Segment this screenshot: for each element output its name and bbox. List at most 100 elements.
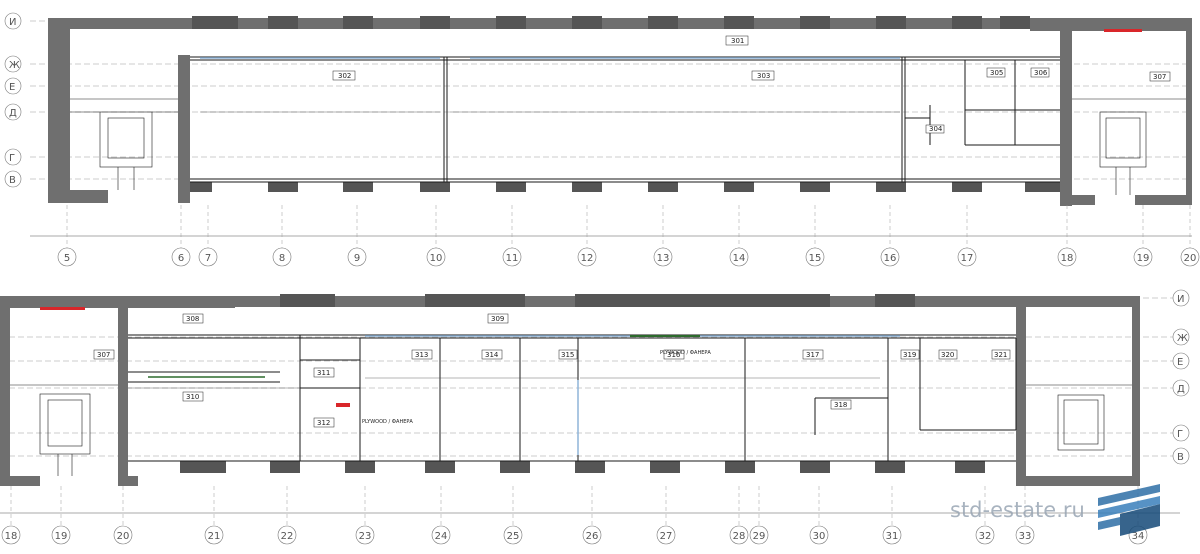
axis-row-label: И <box>9 17 16 28</box>
axis-row-label: И <box>1177 294 1184 305</box>
axis-column-label: 28 <box>733 531 746 542</box>
axis-column-marker <box>113 525 133 545</box>
room-321: 321 <box>994 351 1007 359</box>
axis-column-label: 10 <box>430 253 443 264</box>
axis-column-label: 20 <box>1184 253 1197 264</box>
axis-column-label: 26 <box>586 531 599 542</box>
axis-column-label: 22 <box>281 531 294 542</box>
room-306: 306 <box>1034 69 1048 77</box>
axis-column-marker <box>729 525 749 545</box>
axis-column-label: 6 <box>178 253 184 264</box>
axis-column-label: 18 <box>1061 253 1074 264</box>
axis-column-marker <box>426 247 446 267</box>
axis-column-label: 14 <box>733 253 746 264</box>
axis-column-marker <box>882 525 902 545</box>
room-317: 317 <box>806 351 819 359</box>
axis-column-label: 30 <box>813 531 826 542</box>
axis-column-marker <box>502 247 522 267</box>
axis-column-marker <box>347 247 367 267</box>
room-303: 303 <box>757 72 770 80</box>
axis-column-label: 11 <box>506 253 519 264</box>
room-320: 320 <box>941 351 954 359</box>
axis-column-label: 24 <box>435 531 448 542</box>
axis-row-label: Ж <box>1177 333 1188 344</box>
axis-column-marker <box>582 525 602 545</box>
axis-row-label: Д <box>1177 384 1185 395</box>
axis-column-label: 5 <box>64 253 70 264</box>
axis-column-label: 32 <box>979 531 992 542</box>
axis-column-marker <box>1133 247 1153 267</box>
watermark: std-estate.ru <box>950 484 1160 536</box>
axis-column-marker <box>272 247 292 267</box>
axis-row-label: В <box>1177 452 1184 463</box>
room-312: 312 <box>317 419 330 427</box>
axis-column-marker <box>171 247 191 267</box>
room-314: 314 <box>485 351 499 359</box>
axis-column-marker <box>204 525 224 545</box>
axis-row-label: Д <box>9 108 17 119</box>
axis-column-label: 9 <box>354 253 360 264</box>
room-315: 315 <box>561 351 574 359</box>
room-310: 310 <box>186 393 199 401</box>
room-309: 309 <box>491 315 504 323</box>
axis-column-label: 16 <box>884 253 897 264</box>
room-319: 319 <box>903 351 916 359</box>
axis-column-marker <box>880 247 900 267</box>
building-logo-icon <box>1098 484 1160 536</box>
axis-column-marker <box>1 525 21 545</box>
watermark-text: std-estate.ru <box>950 498 1085 522</box>
room-307-top: 307 <box>1153 73 1166 81</box>
axis-column-marker <box>749 525 769 545</box>
room-311: 311 <box>317 369 330 377</box>
room-318: 318 <box>834 401 847 409</box>
axis-column-label: 18 <box>5 531 18 542</box>
axis-row-label: Ж <box>9 60 20 71</box>
axis-column-marker <box>805 247 825 267</box>
plywood-note: PLYWOOD / ФАНЕРА <box>362 419 413 425</box>
axis-column-marker <box>656 525 676 545</box>
axis-column-marker <box>729 247 749 267</box>
axis-column-label: 19 <box>1137 253 1150 264</box>
axis-column-marker <box>355 525 375 545</box>
axis-column-label: 31 <box>886 531 899 542</box>
axis-column-marker <box>1015 525 1035 545</box>
room-313: 313 <box>415 351 428 359</box>
axis-column-marker <box>1057 247 1077 267</box>
bottom-plan: 307 308 309 310 311 312 313 314 315 316 … <box>0 289 1190 545</box>
axis-column-marker <box>975 525 995 545</box>
axis-column-marker <box>1180 247 1200 267</box>
axis-column-label: 34 <box>1132 531 1145 542</box>
axis-column-label: 21 <box>208 531 221 542</box>
axis-column-label: 25 <box>507 531 520 542</box>
axis-column-label: 13 <box>657 253 670 264</box>
axis-row-label: В <box>9 175 16 186</box>
axis-column-marker <box>503 525 523 545</box>
plywood-note: PLYWOOD / ФАНЕРА <box>660 350 711 356</box>
axis-column-marker <box>57 247 77 267</box>
axis-column-label: 20 <box>117 531 130 542</box>
room-304: 304 <box>929 125 943 133</box>
axis-column-label: 17 <box>961 253 974 264</box>
axis-column-marker <box>431 525 451 545</box>
axis-row-label: Г <box>9 153 15 164</box>
top-plan: 302 301 303 304 305 306 307 И Ж Е Д Г <box>4 12 1200 267</box>
axis-row-label: Е <box>9 82 15 93</box>
axis-column-label: 7 <box>205 253 211 264</box>
axis-column-marker <box>809 525 829 545</box>
axis-column-label: 27 <box>660 531 673 542</box>
axis-column-marker <box>653 247 673 267</box>
room-316: 316 <box>667 351 681 359</box>
axis-column-marker <box>957 247 977 267</box>
axis-column-label: 33 <box>1019 531 1032 542</box>
room-301: 301 <box>731 37 744 45</box>
axis-column-label: 29 <box>753 531 766 542</box>
axis-row-label: Г <box>1177 429 1183 440</box>
axis-column-marker <box>277 525 297 545</box>
axis-column-marker <box>198 247 218 267</box>
room-305: 305 <box>990 69 1003 77</box>
axis-column-marker <box>51 525 71 545</box>
room-302: 302 <box>338 72 351 80</box>
